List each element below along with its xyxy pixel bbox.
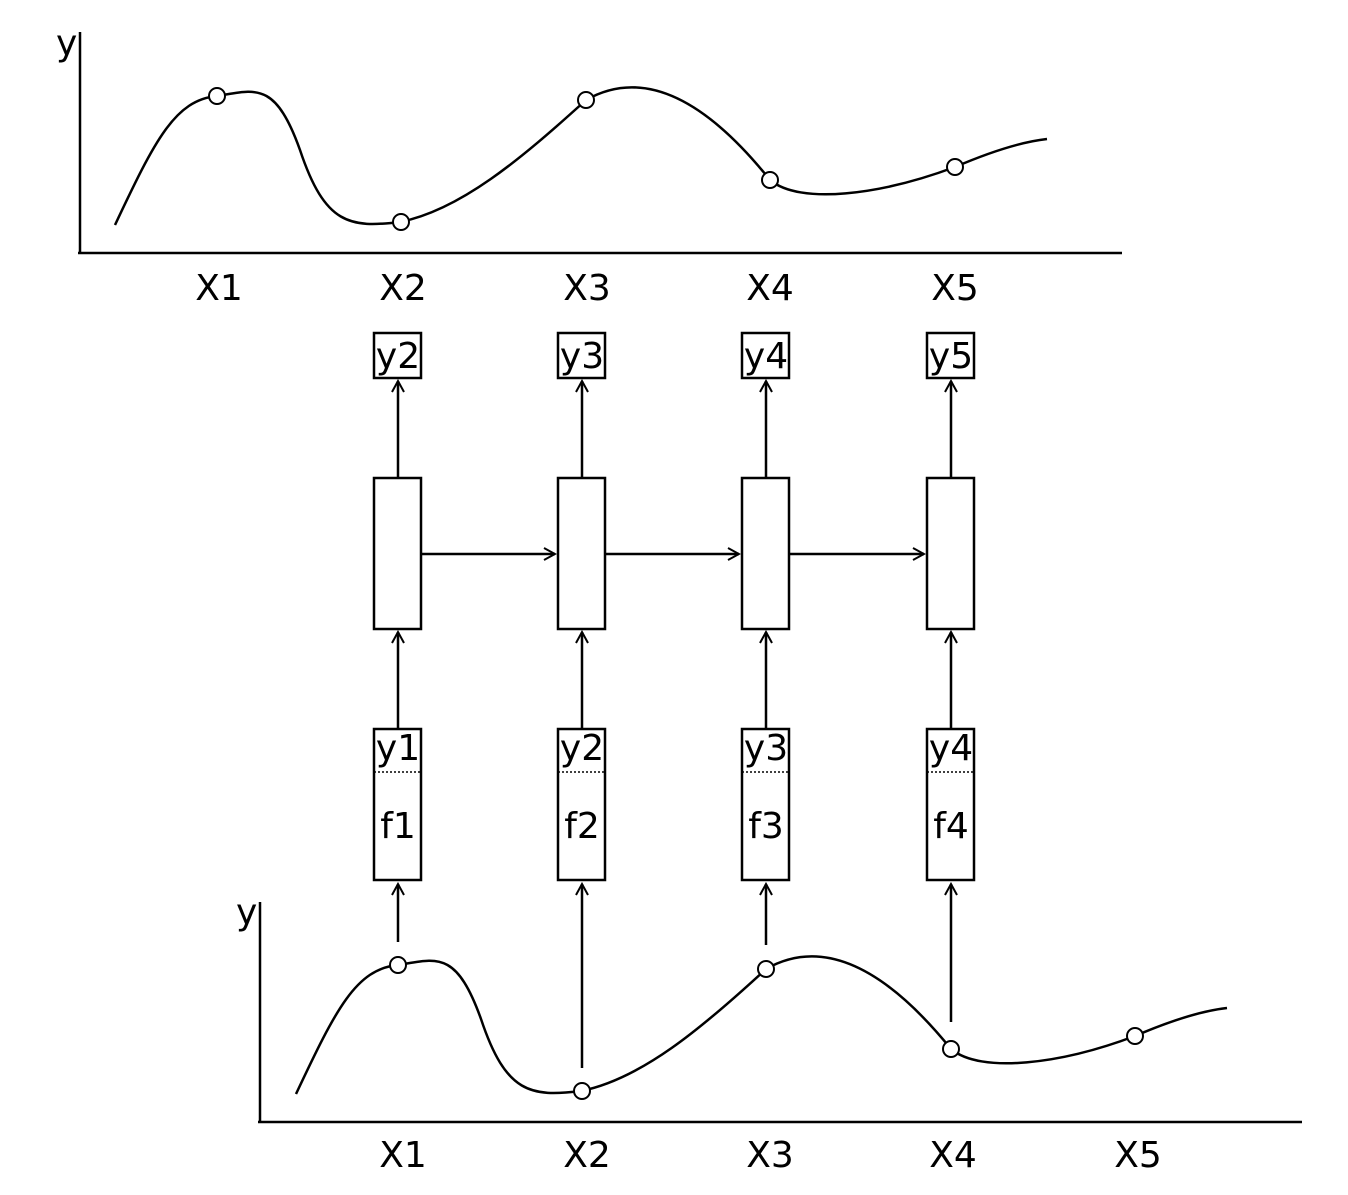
input-prev-label-3: y3 [744,728,788,769]
top-tick-x2: X2 [379,268,427,309]
output-arrows [398,381,951,478]
bottom-tick-x2: X2 [563,1135,611,1176]
output-box-1 [372,331,423,380]
top-point-x3 [577,91,595,109]
output-boxes: y2 y3 y4 y5 [372,331,976,380]
bottom-y-axis-label: y [236,892,257,933]
bottom-point-x5 [1126,1027,1144,1045]
top-tick-x1: X1 [195,268,243,309]
bottom-point-x1 [389,956,407,974]
input-prev-label-4: y4 [929,728,973,769]
top-curve [113,86,1048,226]
input-arrows [398,632,951,729]
input-box-4 [925,727,976,882]
bottom-point-x2 [573,1082,591,1100]
input-feat-label-4: f4 [933,806,969,847]
top-point-x1 [208,87,226,105]
input-boxes: y1 y2 y3 y4 f1 f2 f3 f4 [372,727,976,882]
output-label-1: y2 [376,336,420,377]
output-box-4 [925,331,976,380]
bottom-curve [294,955,1228,1095]
output-label-2: y3 [560,336,604,377]
plot-to-input-arrows [398,884,951,1068]
hidden-cells [372,476,976,631]
input-feat-label-2: f2 [564,806,600,847]
top-point-x5 [946,158,964,176]
bottom-point-x3 [757,960,775,978]
bottom-tick-x3: X3 [746,1135,794,1176]
top-plot: y X1 X2 X3 X4 X5 [56,23,1122,309]
input-box-2 [556,727,607,882]
top-tick-x3: X3 [563,268,611,309]
output-label-3: y4 [744,336,788,377]
top-point-x4 [761,171,779,189]
hidden-cell-1 [372,476,423,631]
hidden-cell-3 [740,476,791,631]
bottom-tick-x1: X1 [379,1135,427,1176]
output-box-2 [556,331,607,380]
bottom-tick-x4: X4 [929,1135,977,1176]
input-box-3 [740,727,791,882]
top-point-x2 [392,213,410,231]
input-prev-label-1: y1 [376,728,420,769]
top-tick-x5: X5 [931,268,979,309]
top-tick-x4: X4 [746,268,794,309]
hidden-cell-2 [556,476,607,631]
bottom-point-x4 [942,1040,960,1058]
top-y-axis-label: y [56,23,77,64]
output-box-3 [740,331,791,380]
input-feat-label-1: f1 [380,806,416,847]
hidden-cell-4 [925,476,976,631]
bottom-plot: y X1 X2 X3 X4 X5 [236,892,1302,1176]
bottom-tick-x5: X5 [1114,1135,1162,1176]
input-box-1 [372,727,423,882]
input-feat-label-3: f3 [748,806,784,847]
input-prev-label-2: y2 [560,728,604,769]
output-label-4: y5 [929,336,973,377]
